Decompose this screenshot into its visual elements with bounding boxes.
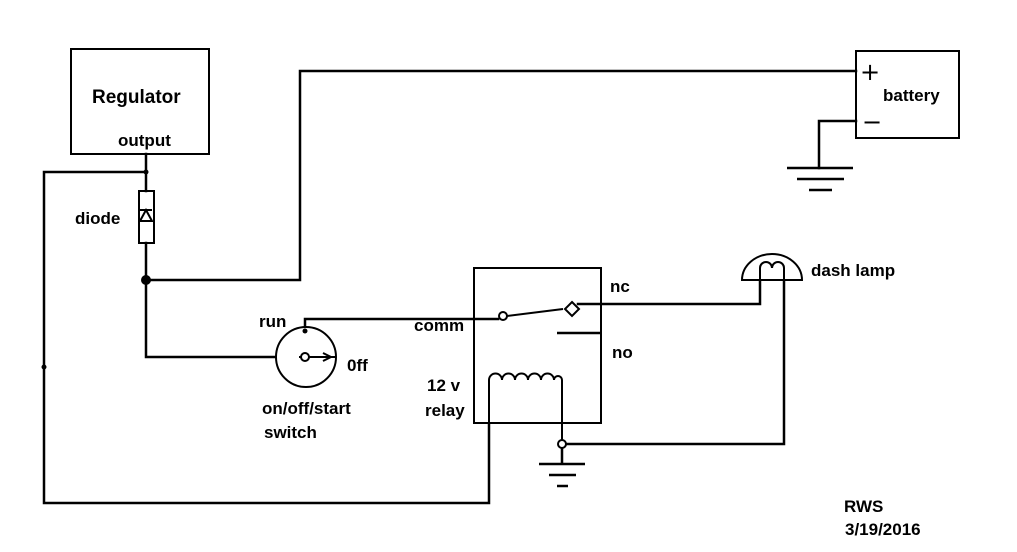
battery-positive-terminal: + <box>860 58 880 86</box>
relay-ground-icon <box>539 448 585 488</box>
dash-lamp: dash lamp <box>740 253 895 281</box>
signature: RWS 3/19/2016 <box>844 497 921 539</box>
lamp-filament <box>759 261 785 280</box>
relay-nc-label: nc <box>610 277 630 296</box>
wire-junction-to-battery <box>144 69 858 282</box>
regulator-box <box>70 48 210 155</box>
switch-contact-run <box>302 328 308 334</box>
battery: + − battery <box>855 50 960 139</box>
diode-label: diode <box>75 209 120 228</box>
wire-left-loop <box>42 170 491 505</box>
switch-contact-off-icon <box>322 352 334 362</box>
switch-label-line1: on/off/start <box>262 399 351 418</box>
regulator-title: Regulator <box>92 87 181 108</box>
junction-dot-main <box>141 275 151 285</box>
battery-ground-icon <box>787 166 853 192</box>
relay-label-line2: relay <box>425 401 465 420</box>
dash-lamp-label: dash lamp <box>811 261 895 280</box>
relay-no-label: no <box>612 343 633 362</box>
diode-body <box>138 190 155 244</box>
relay-armature <box>506 308 564 317</box>
switch-label-line2: switch <box>264 423 317 442</box>
switch-off-label: 0ff <box>347 356 368 375</box>
wire-run-to-comm <box>303 317 500 334</box>
wire-nc-to-lamp <box>576 279 762 306</box>
regulator-output-label: output <box>118 131 171 150</box>
wire-junction-to-switch <box>144 278 301 359</box>
relay-comm-contact <box>498 311 508 321</box>
relay-nc-contact-icon <box>563 300 581 318</box>
diode: diode <box>75 190 155 244</box>
wire-battery-to-ground <box>817 119 858 170</box>
junction-dot-left-rail <box>41 364 47 370</box>
battery-negative-terminal: − <box>862 108 882 136</box>
relay-label-line1: 12 v <box>427 376 461 395</box>
battery-box <box>855 50 960 139</box>
regulator: Regulator output <box>70 48 210 155</box>
diode-symbol-icon <box>138 207 154 222</box>
junction-dot-output <box>143 169 149 175</box>
battery-label: battery <box>883 86 940 105</box>
signature-date: 3/19/2016 <box>845 520 921 539</box>
relay-coil-icon <box>488 372 563 444</box>
wires <box>42 69 858 505</box>
on-off-start-switch: run 0ff on/off/start switch <box>259 312 368 442</box>
relay-ground-terminal <box>557 439 567 449</box>
relay: comm nc no 12 v relay <box>414 267 633 449</box>
relay-box <box>473 267 602 424</box>
switch-pivot <box>300 352 310 362</box>
wire-lamp-to-ground <box>560 279 786 446</box>
signature-initials: RWS <box>844 497 883 516</box>
relay-comm-label: comm <box>414 316 464 335</box>
switch-run-label: run <box>259 312 286 331</box>
